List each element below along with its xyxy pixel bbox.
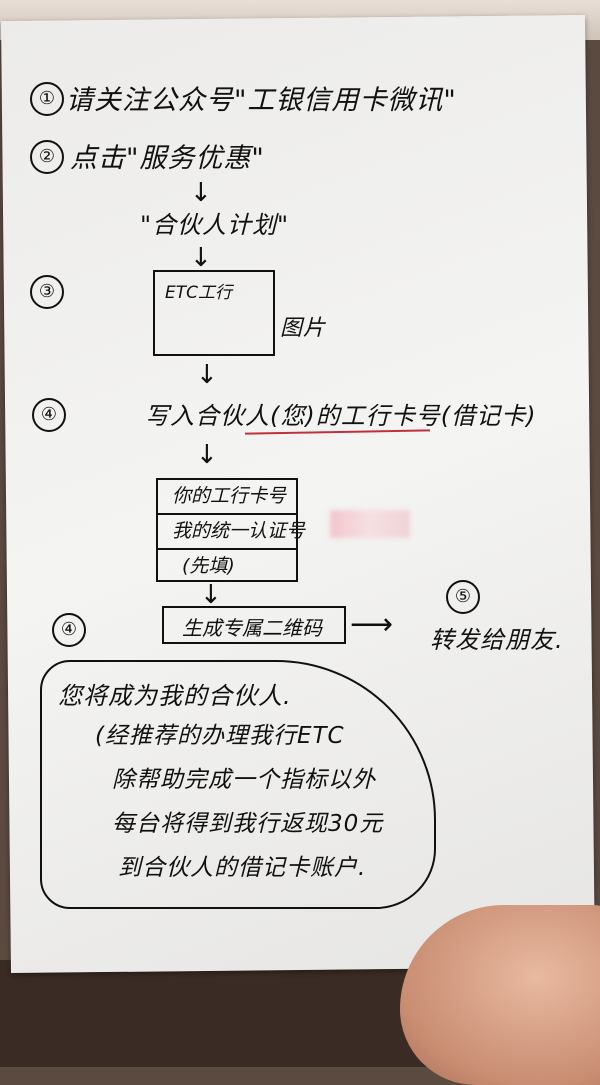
holding-hand bbox=[400, 905, 600, 1085]
arrow-down-icon: ↓ bbox=[196, 360, 218, 390]
arrow-down-icon: ↓ bbox=[190, 178, 212, 208]
form-row-fill-first: (先填) bbox=[182, 555, 235, 577]
step-5-number: ⑤ bbox=[446, 580, 480, 614]
form-row-auth-number: 我的统一认证号 bbox=[158, 515, 305, 550]
step-3-number: ③ bbox=[30, 275, 64, 309]
step-1-text: 请关注公众号"工银信用卡微讯" bbox=[66, 85, 457, 116]
form-row-card-number: 你的工行卡号 bbox=[158, 480, 296, 515]
step-2-text: 点击"服务优惠" bbox=[70, 143, 265, 174]
arrow-right-icon: ⟶ bbox=[350, 607, 394, 642]
bubble-line-2: (经推荐的办理我行ETC bbox=[95, 723, 345, 749]
bubble-line-5: 到合伙人的借记卡账户. bbox=[118, 855, 367, 881]
arrow-down-icon: ↓ bbox=[196, 440, 218, 470]
qr-box-text: 生成专属二维码 bbox=[182, 616, 322, 640]
arrow-down-icon: ↓ bbox=[190, 243, 212, 273]
bubble-line-1: 您将成为我的合伙人. bbox=[58, 682, 292, 710]
etc-box-text: ETC工行 bbox=[165, 283, 232, 303]
image-label: 图片 bbox=[280, 316, 327, 341]
arrow-down-icon: ↓ bbox=[200, 580, 222, 610]
step-4a-number: ④ bbox=[32, 398, 66, 432]
qr-code-box: 生成专属二维码 bbox=[162, 606, 346, 644]
step-1-number: ① bbox=[30, 82, 64, 116]
form-box: 你的工行卡号 我的统一认证号 (先填) bbox=[156, 478, 305, 582]
step-4b-number: ④ bbox=[52, 613, 86, 647]
redacted-area bbox=[330, 510, 410, 538]
bubble-line-4: 每台将得到我行返现30元 bbox=[112, 811, 384, 837]
etc-image-box: ETC工行 bbox=[153, 270, 275, 356]
step-2-sub: "合伙人计划" bbox=[140, 211, 290, 239]
bubble-line-3: 除帮助完成一个指标以外 bbox=[112, 767, 376, 793]
step-5-text: 转发给朋友. bbox=[430, 626, 564, 654]
step-4a-text: 写入合伙人(您)的工行卡号(借记卡) bbox=[145, 402, 537, 430]
step-2-number: ② bbox=[30, 140, 64, 174]
